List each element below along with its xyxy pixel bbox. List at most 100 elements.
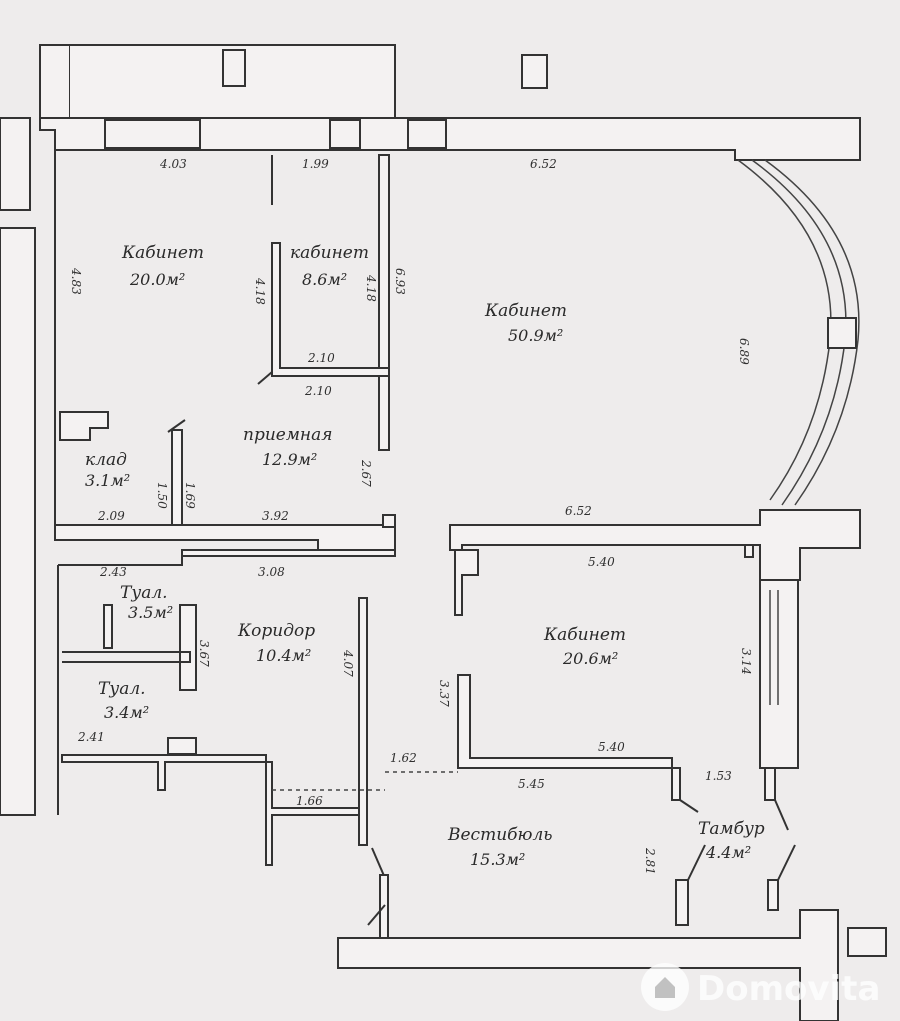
partition [358, 597, 368, 846]
window [104, 119, 201, 149]
partition [454, 549, 479, 616]
partition [61, 754, 267, 791]
dimension-label: 1.99 [302, 157, 329, 171]
partition [62, 651, 191, 663]
room-name-cabinet-8-6: кабинет [290, 243, 369, 263]
dimension-label: 1.69 [183, 482, 197, 509]
room-area-wc-2: 3.4м² [104, 703, 149, 722]
dimension-label: 3.92 [262, 509, 289, 523]
room-area-cabinet-50-9: 50.9м² [508, 326, 563, 345]
room-name-wc-2: Туал. [98, 679, 146, 699]
dimension-label: 4.18 [364, 274, 378, 302]
dimension-label: 1.50 [155, 482, 169, 509]
room-area-reception: 12.9м² [262, 450, 317, 469]
partitions [54, 154, 861, 939]
chimney [521, 54, 548, 89]
room-name-corridor: Коридор [237, 621, 315, 641]
dimension-label: 2.10 [307, 351, 335, 365]
room-area-cabinet-8-6: 8.6м² [302, 270, 347, 289]
wall-segment [39, 44, 71, 119]
partition [58, 556, 183, 566]
room-name-cabinet-50-9: Кабинет [484, 301, 567, 321]
partition [671, 767, 681, 801]
bay-arc [764, 159, 860, 506]
partition [257, 371, 273, 385]
dimension-label: 4.07 [341, 649, 355, 677]
watermark: Domovita [641, 963, 880, 1011]
partition [764, 767, 776, 801]
partition [457, 674, 673, 769]
room-labels: Кабинет 20.0м² кабинет 8.6м² Кабинет 50.… [85, 243, 765, 869]
wall-segment [0, 117, 31, 211]
window-frame [769, 590, 779, 705]
pillar [382, 514, 396, 528]
partition [103, 604, 113, 649]
partition [767, 879, 779, 911]
dimension-label: 6.93 [393, 268, 407, 295]
dimension-labels: 4.03 1.99 6.52 4.83 4.18 4.18 6.93 2.10 … [69, 157, 753, 875]
bay-window-post [827, 317, 857, 349]
dimension-label: 3.37 [437, 680, 451, 707]
dimension-label: 2.09 [97, 509, 125, 523]
pillar [744, 544, 754, 558]
dimension-label: 1.62 [390, 751, 417, 765]
walls [0, 44, 887, 1021]
door-swing [167, 419, 186, 433]
room-name-vestibule: Вестибюль [447, 825, 553, 845]
dimension-label: 4.18 [253, 277, 267, 305]
dimension-label: 2.81 [643, 847, 657, 875]
dimension-label: 4.03 [159, 157, 187, 171]
room-area-tambour: 4.4м² [705, 843, 751, 862]
room-name-tambour: Тамбур [698, 819, 765, 839]
room-area-wc-1: 3.5м² [128, 603, 173, 622]
room-name-cabinet-20-6: Кабинет [543, 625, 626, 645]
partition [759, 579, 799, 769]
room-name-storage: клад [85, 450, 127, 470]
dimension-label: 5.45 [518, 777, 545, 791]
partition [675, 879, 689, 926]
door-swing [367, 904, 386, 926]
room-area-corridor: 10.4м² [256, 646, 311, 665]
partition [378, 154, 390, 451]
door-swing [679, 799, 699, 813]
dimension-label: 3.14 [739, 648, 753, 675]
chimney [222, 49, 246, 87]
house-icon [655, 977, 675, 998]
room-name-cabinet-20-0: Кабинет [121, 243, 204, 263]
dimension-label: 5.40 [598, 740, 625, 754]
dimension-label: 6.89 [737, 338, 751, 365]
dimension-label: 3.08 [258, 565, 285, 579]
dimension-label: 6.52 [565, 504, 592, 518]
room-name-reception: приемная [243, 425, 333, 445]
room-name-wc-1: Туал. [120, 583, 168, 603]
wall-top [39, 117, 861, 161]
column [847, 927, 887, 957]
dimension-label: 2.43 [99, 565, 127, 579]
door-swing [774, 799, 789, 831]
window [407, 119, 447, 149]
dimension-label: 6.52 [530, 157, 557, 171]
pipe-box [167, 737, 197, 755]
wall-bottom [337, 909, 839, 1021]
room-area-vestibule: 15.3м² [470, 850, 525, 869]
dimension-label: 1.66 [296, 794, 323, 808]
partition [171, 429, 183, 529]
dimension-label: 2.67 [359, 459, 373, 487]
door-swing [777, 844, 796, 881]
dimension-label: 3.67 [197, 640, 211, 667]
room-area-cabinet-20-6: 20.6м² [562, 649, 618, 668]
storage-shelf [59, 411, 109, 441]
dimension-label: 5.40 [588, 555, 615, 569]
partition [179, 604, 197, 691]
dimension-label: 2.41 [77, 730, 105, 744]
partition [181, 549, 396, 557]
room-area-cabinet-20-0: 20.0м² [129, 270, 185, 289]
dimension-label: 2.10 [304, 384, 332, 398]
wall-left [0, 227, 36, 816]
dimension-label: 4.83 [69, 267, 83, 295]
door-swing [687, 844, 706, 881]
watermark-brand: Domovita [697, 969, 880, 1009]
bay-window [737, 159, 860, 506]
partition [271, 242, 390, 377]
